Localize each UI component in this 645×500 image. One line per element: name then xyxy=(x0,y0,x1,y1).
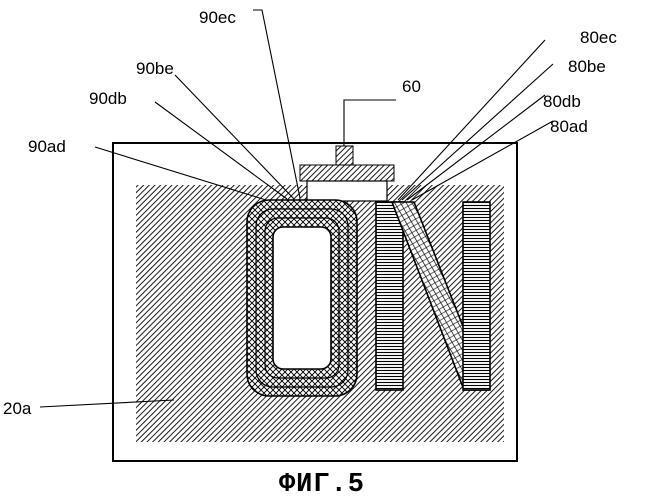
label-80be: 80be xyxy=(568,57,606,76)
label-80ad: 80ad xyxy=(550,117,588,136)
letter-o-inner xyxy=(273,227,331,369)
label-60: 60 xyxy=(402,77,421,96)
label-90db: 90db xyxy=(89,89,127,108)
electrode-60-gap xyxy=(307,181,387,201)
electrode-60-bar xyxy=(300,165,394,181)
letter-n-right-stem xyxy=(463,202,490,390)
label-80ec: 80ec xyxy=(580,28,617,47)
label-90ad: 90ad xyxy=(28,137,66,156)
letter-n-left-stem xyxy=(376,202,403,390)
label-80db: 80db xyxy=(543,92,581,111)
label-20a: 20a xyxy=(3,399,32,418)
label-90be: 90be xyxy=(136,59,174,78)
label-90ec: 90ec xyxy=(199,8,236,27)
figure-caption: ФИГ.5 xyxy=(279,470,365,500)
leader-60 xyxy=(344,100,396,146)
